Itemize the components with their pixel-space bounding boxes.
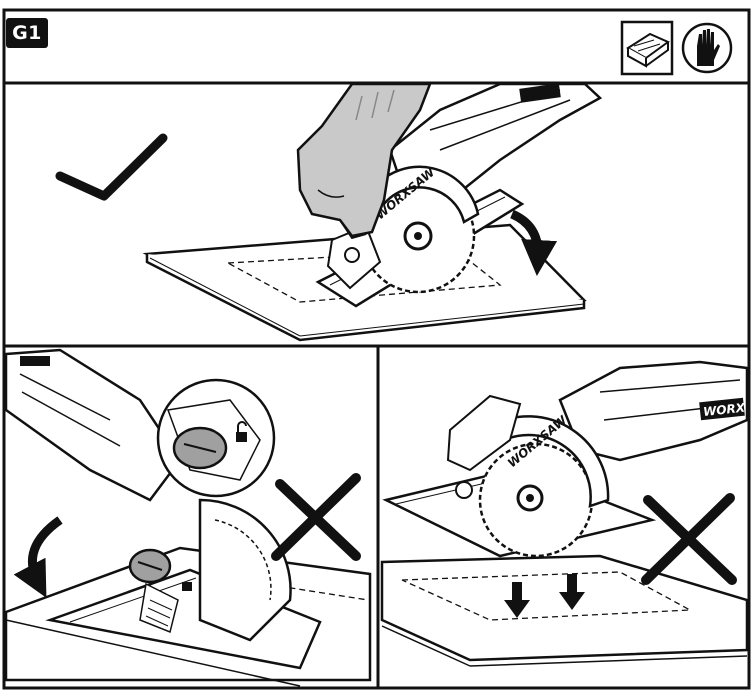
- step-label-badge: G1: [6, 18, 48, 48]
- cross-mark-icon: [271, 473, 361, 561]
- curved-arrow-icon: [13, 516, 63, 598]
- detail-magnifier: [156, 378, 276, 498]
- blade-guard: [198, 498, 292, 642]
- workpiece-board: [380, 554, 749, 662]
- wood-plank-icon: [620, 20, 674, 76]
- unlock-icon: [236, 432, 247, 442]
- down-arrow-icon: [510, 209, 558, 276]
- panel-bottom-left-wrong: [4, 348, 372, 687]
- saw-base-plate: [45, 568, 322, 670]
- down-arrow-icon: [559, 574, 585, 610]
- gloved-hand: [296, 82, 432, 240]
- motor-brand-text: WORX: [702, 401, 746, 419]
- check-mark-icon: [55, 133, 168, 201]
- blade-guard: [492, 415, 610, 508]
- cut-line: [401, 571, 693, 621]
- panel-top-correct: WORXSAW: [55, 82, 603, 342]
- down-arrow-icon: [504, 582, 530, 618]
- cross-mark-icon: [641, 493, 737, 585]
- safety-glove-icon: [681, 22, 733, 74]
- panel-bottom-right-wrong: WORX WORXSAW: [380, 360, 749, 667]
- saw-motor: [4, 348, 182, 502]
- lock-icon: [182, 582, 192, 591]
- blade-guard: [370, 165, 480, 224]
